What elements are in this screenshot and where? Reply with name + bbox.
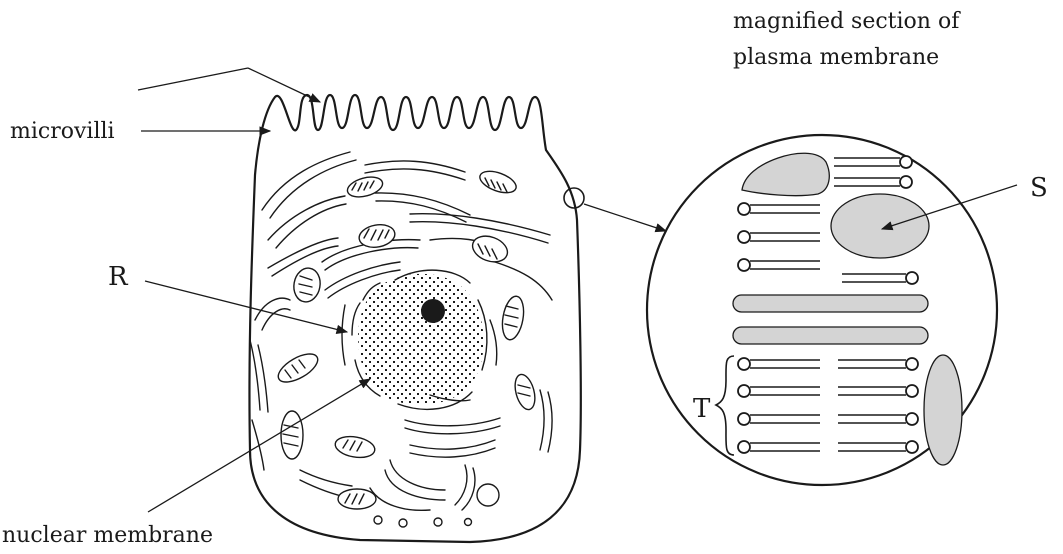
label-s: S [1030, 173, 1048, 203]
mitochondrion [512, 372, 539, 411]
nucleus [352, 270, 487, 409]
vesicle [434, 518, 442, 526]
vesicle [477, 484, 499, 506]
microvilli-pointer [248, 68, 320, 102]
nucleolus [421, 299, 445, 323]
phospholipid [738, 441, 820, 453]
cell [249, 95, 584, 542]
mitochondrion [338, 489, 376, 509]
mitochondrion [274, 348, 322, 387]
vesicle [465, 519, 472, 526]
protein [742, 153, 829, 195]
label-magnified-line1: magnified section of [733, 9, 961, 34]
mitochondrion [281, 411, 303, 459]
bilayer-group-t [716, 356, 918, 455]
protein [733, 295, 928, 312]
protein [924, 355, 962, 465]
vesicle [399, 519, 407, 527]
magnify-pointer [584, 204, 666, 231]
mitochondrion [477, 167, 519, 197]
mitochondrion [499, 295, 526, 342]
vesicle [374, 516, 382, 524]
phospholipid [738, 259, 820, 271]
phospholipid [838, 441, 918, 453]
protein [733, 327, 928, 344]
mitochondrion [357, 222, 396, 250]
phospholipid [738, 203, 820, 215]
nucleoplasm [358, 274, 483, 405]
phospholipid [834, 156, 912, 168]
label-r: R [108, 262, 129, 292]
phospholipid [834, 176, 912, 188]
magnified-membrane-view [647, 135, 997, 485]
phospholipid [838, 385, 918, 397]
label-t: T [693, 394, 711, 424]
mitochondrion [291, 266, 323, 304]
label-microvilli: microvilli [10, 119, 115, 144]
mitochondrion [469, 232, 511, 267]
phospholipid [738, 385, 820, 397]
phospholipid [838, 358, 918, 370]
phospholipid [838, 413, 918, 425]
protein-s [831, 194, 929, 258]
phospholipid [738, 413, 820, 425]
annotation-lines [138, 68, 1017, 512]
phospholipid [738, 231, 820, 243]
microvilli-pointer [138, 68, 248, 90]
phospholipid [738, 358, 820, 370]
phospholipid [842, 272, 918, 284]
mitochondrion [345, 174, 384, 201]
mitochondrion [334, 434, 377, 461]
label-nuclear-membrane: nuclear membrane [2, 523, 213, 548]
t-brace [716, 356, 734, 455]
label-magnified-line2: plasma membrane [733, 45, 939, 70]
